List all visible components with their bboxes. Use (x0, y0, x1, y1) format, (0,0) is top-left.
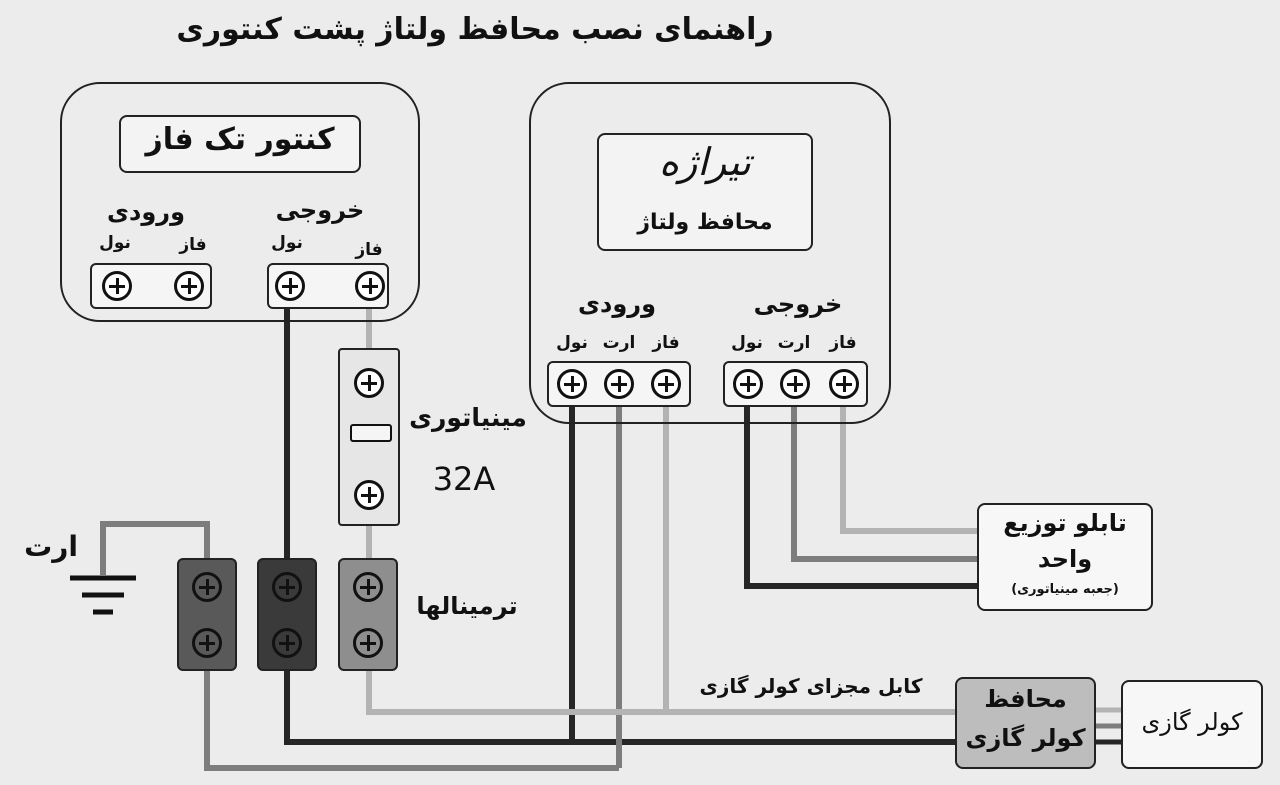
protector-output-phase-screw-icon[interactable] (829, 369, 859, 399)
protector-output-earth-screw-icon[interactable] (780, 369, 810, 399)
meter-name: کنتور تک فاز (145, 122, 335, 157)
distribution-panel-box (977, 503, 1153, 611)
phase-terminal (338, 558, 398, 671)
distribution-panel-line1: تابلو توزیع (1003, 509, 1127, 537)
protector-box (529, 82, 891, 424)
protector-input-label: ورودی (578, 290, 656, 318)
distribution-panel-line3: (جعبه مینیاتوری) (1011, 582, 1119, 597)
breaker-label: مینیاتوری (409, 403, 527, 432)
wire-protector-output-phase (840, 400, 983, 534)
meter-output-neutral-label: نول (271, 233, 303, 253)
protector-input-phase-label: فاز (652, 333, 680, 353)
ac-protector-box (955, 677, 1096, 769)
wire-earth-to-terminal (100, 521, 210, 575)
breaker-bottom-screw-icon[interactable] (354, 480, 384, 510)
protector-output-neutral-label: نول (731, 333, 763, 353)
protector-brand-logo: تیراژه (659, 140, 751, 184)
meter-input-neutral-label: نول (99, 233, 131, 253)
meter-input-neutral-screw-icon[interactable] (102, 271, 132, 301)
neutral-terminal-bottom-screw-icon[interactable] (272, 628, 302, 658)
meter-input-phase-screw-icon[interactable] (174, 271, 204, 301)
protector-output-earth-label: ارت (777, 333, 811, 353)
meter-output-phase-label: فاز (355, 240, 383, 260)
wire-protector-output-earth (791, 400, 983, 562)
neutral-terminal-top-screw-icon[interactable] (272, 572, 302, 602)
ac-unit-label: کولر گازی (1141, 708, 1243, 736)
meter-output-terminal-block (267, 263, 389, 309)
protector-output-phase-label: فاز (829, 333, 857, 353)
meter-input-phase-label: فاز (179, 235, 207, 255)
phase-terminal-bottom-screw-icon[interactable] (353, 628, 383, 658)
earth-terminal (177, 558, 237, 671)
breaker-rating: 32A (432, 460, 496, 498)
protector-input-terminal-block (547, 361, 691, 407)
cable-label: کابل مجزای کولر گازی (699, 674, 923, 698)
protector-output-terminal-block (723, 361, 868, 407)
terminals-label: ترمینالها (416, 592, 518, 620)
protector-name: محافظ ولتاژ (637, 210, 773, 235)
meter-name-box (119, 115, 361, 173)
earth-terminal-top-screw-icon[interactable] (192, 572, 222, 602)
ac-protector-line2: کولر گازی (965, 724, 1086, 752)
earth-label: ارت (24, 530, 78, 563)
phase-terminal-top-screw-icon[interactable] (353, 572, 383, 602)
meter-box (60, 82, 420, 322)
ac-protector-line1: محافظ (984, 685, 1067, 713)
protector-output-neutral-screw-icon[interactable] (733, 369, 763, 399)
wire-neutral-bus (284, 660, 960, 745)
breaker-toggle[interactable] (350, 424, 392, 442)
meter-output-phase-screw-icon[interactable] (355, 271, 385, 301)
wire-phase-bus (366, 660, 960, 715)
protector-input-earth-screw-icon[interactable] (604, 369, 634, 399)
page-title: راهنمای نصب محافظ ولتاژ پشت کنتوری (176, 12, 774, 47)
protector-input-phase-screw-icon[interactable] (651, 369, 681, 399)
protector-output-label: خروجی (753, 290, 843, 318)
protector-input-neutral-screw-icon[interactable] (557, 369, 587, 399)
earth-terminal-bottom-screw-icon[interactable] (192, 628, 222, 658)
wire-earth-bus (204, 660, 619, 771)
breaker-top-screw-icon[interactable] (354, 368, 384, 398)
wire-protector-output-neutral (744, 400, 983, 589)
meter-input-terminal-block (90, 263, 212, 309)
protector-input-earth-label: ارت (602, 333, 636, 353)
meter-input-label: ورودی (107, 198, 185, 226)
meter-output-neutral-screw-icon[interactable] (275, 271, 305, 301)
distribution-panel-line2: واحد (1037, 545, 1093, 573)
neutral-terminal (257, 558, 317, 671)
protector-logo-box (597, 133, 813, 251)
ac-unit-box (1121, 680, 1263, 769)
ground-icon (70, 575, 136, 615)
meter-output-label: خروجی (275, 196, 365, 224)
protector-input-neutral-label: نول (556, 333, 588, 353)
miniature-breaker (338, 348, 400, 526)
